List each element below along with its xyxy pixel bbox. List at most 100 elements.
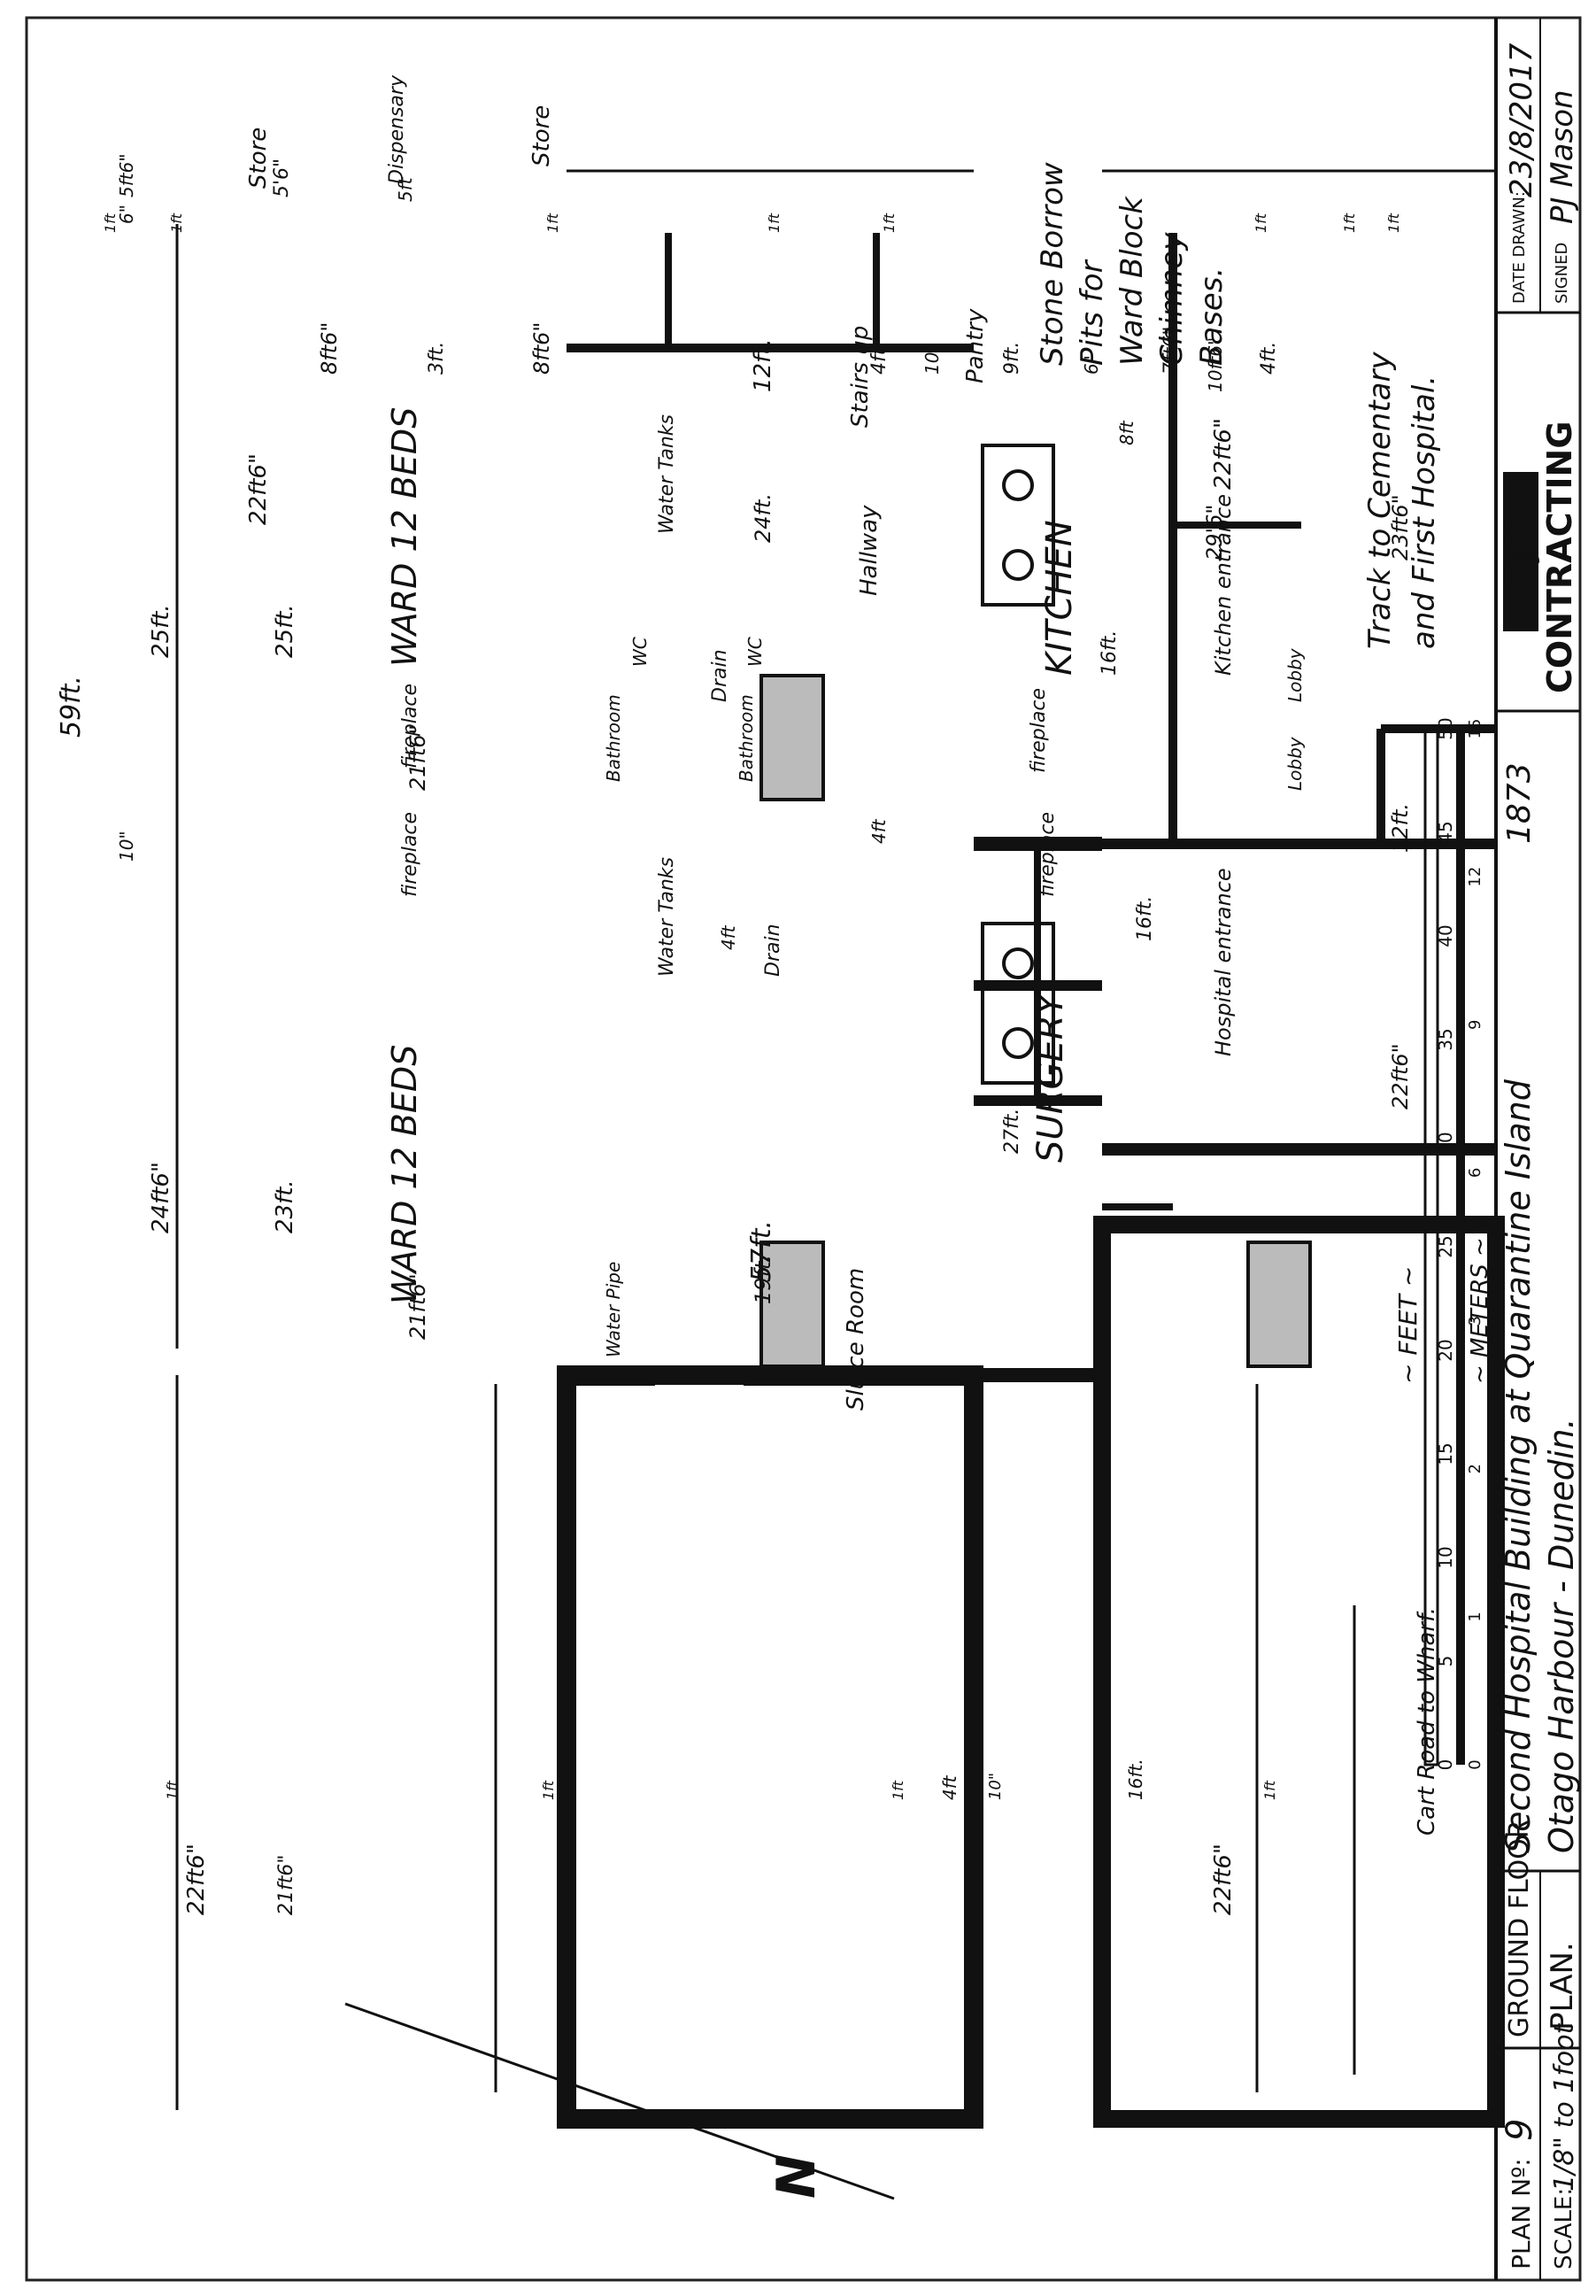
company-logo-text: PJM	[1506, 520, 1541, 583]
metre-tick-label: 1	[1466, 1612, 1484, 1621]
dim-24ft6: 24ft6"	[148, 1162, 174, 1233]
dim-23ft: 23ft.	[272, 1179, 298, 1233]
hospital-entrance-label: Hospital entrance	[1211, 868, 1236, 1056]
wc-b-label: WC	[744, 637, 766, 667]
service-block-outline	[1093, 1216, 1505, 2128]
bathroom-a-label: Bathroom	[603, 694, 624, 782]
wc-a-label: WC	[629, 637, 651, 667]
signed-label: SIGNED	[1553, 243, 1571, 304]
dim-1ft-bottom-a: 1ft	[164, 1780, 181, 1800]
room-labels: WARD 12 BEDS WARD 12 BEDS Store 5'6" Sto…	[245, 74, 1306, 1411]
dim-21ft6-lower: 21ft6"	[405, 1273, 430, 1340]
scale-bar-labels: ~ FEET ~ ~ METERS ~ 05101520253035404550…	[1393, 717, 1493, 1770]
dim-4ft-b: 4ft.	[1258, 342, 1280, 375]
drain-1-label: Drain	[709, 649, 731, 702]
north-label: N	[766, 2154, 828, 2199]
feet-tick-label: 0	[1435, 1759, 1456, 1771]
scale-metres-label: ~ METERS ~	[1467, 1237, 1493, 1384]
store-a-label: Store	[245, 128, 272, 189]
title-line1: Second Hospital Building at Quarantine I…	[1499, 1078, 1538, 1853]
dim-6in-b: 6"	[116, 205, 137, 224]
fireplace-1-label: fireplace	[399, 684, 421, 769]
dim-overall-height: 59ft.	[56, 676, 87, 738]
feet-tick-label: 30	[1435, 1132, 1456, 1154]
metre-tick-label: 2	[1466, 1464, 1484, 1473]
dim-right-block-top: 22ft6"	[1210, 418, 1237, 490]
date-label: DATE DRAWN:	[1510, 191, 1529, 304]
dim-8ft6-a: 8ft6"	[317, 322, 342, 375]
metre-tick-label: 15	[1466, 719, 1484, 739]
fireplace-4-label: fireplace	[1037, 812, 1059, 897]
dim-1ft-b: 1ft	[1253, 213, 1269, 233]
surgery-label: SURGERY	[1030, 990, 1071, 1163]
ward-upper-label: WARD 12 BEDS	[385, 407, 424, 667]
feet-tick-label: 35	[1435, 1028, 1456, 1050]
dim-10ft6: 10ft6"	[1205, 337, 1226, 392]
lobby-a-label: Lobby	[1284, 647, 1306, 702]
company-name: CONTRACTING	[1540, 421, 1579, 693]
track-line2: and First Hospital.	[1407, 375, 1442, 649]
track-line1: Track to Cementary	[1362, 352, 1398, 649]
dim-24ft-gap: 24ft.	[751, 493, 775, 543]
store-a-dim: 5'6"	[271, 158, 293, 197]
plan-no: 9	[1500, 2119, 1540, 2141]
dim-1ft-c: 1ft	[1341, 213, 1358, 233]
dim-23ft6-right: 23ft6"	[1388, 494, 1413, 560]
fireplace-block-1	[759, 1241, 825, 1368]
borrow-pits-line4: Chimney	[1154, 232, 1190, 366]
dim-8ft-pantry: 8ft	[1116, 420, 1137, 445]
fireplace-2-label: fireplace	[399, 812, 421, 897]
metre-tick-label: 9	[1466, 1020, 1484, 1030]
dim-16ft-bottom: 16ft.	[1125, 1759, 1146, 1800]
dim-1ft-e: 1ft	[168, 213, 185, 233]
dim-6in-a: 6"	[1081, 355, 1102, 375]
title-block: PLAN Nº: 9 SCALE: 1/8" to 1foot GROUND F…	[1494, 18, 1581, 2280]
dim-21ft6-upper: 21ft6"	[405, 724, 430, 791]
feet-tick-label: 40	[1435, 924, 1456, 947]
dim-gap-12ft: 12ft.	[750, 338, 776, 392]
pantry-label: Pantry	[962, 308, 989, 383]
fireplace-block-2	[759, 674, 825, 801]
feet-tick-label: 20	[1435, 1339, 1456, 1361]
sheet-border	[25, 16, 1582, 2282]
dim-overall-length: 57ft.	[746, 1220, 777, 1282]
dim-8ft6-b: 8ft6"	[529, 322, 554, 375]
feet-tick-label: 45	[1435, 821, 1456, 843]
kitchen-label: KITCHEN	[1039, 520, 1080, 676]
feet-tick-label: 25	[1435, 1235, 1456, 1257]
ward-block-outline	[557, 1365, 983, 2129]
water-pipe-label: Water Pipe	[603, 1262, 624, 1357]
borrow-pits-line1: Stone Borrow	[1035, 162, 1070, 366]
feet-tick-label: 15	[1435, 1442, 1456, 1465]
cart-road-label: Cart Road to Wharf.	[1414, 1607, 1440, 1836]
dim-1ft-bottom-c: 1ft	[890, 1780, 906, 1800]
dim-25ft-outer: 25ft.	[148, 604, 174, 658]
title-year: 1873	[1501, 762, 1538, 844]
drain-2-label: Drain	[762, 924, 784, 977]
dim-9ft: 9ft.	[1001, 342, 1023, 375]
north-arrow	[344, 2002, 895, 2200]
borrow-pits-line2: Pits for	[1075, 259, 1110, 366]
hallway-label: Hallway	[856, 505, 883, 596]
building-walls	[557, 233, 1505, 2129]
company-logo: PJM	[1503, 472, 1541, 631]
feet-tick-label: 50	[1435, 717, 1456, 739]
annotations: Stone Borrow Pits for Ward Block Chimney…	[766, 162, 1442, 2199]
feet-tick-label: 10	[1435, 1546, 1456, 1568]
dim-16ft-surgery: 16ft.	[1134, 896, 1156, 941]
stairs-label: Stairs up	[847, 326, 874, 428]
dim-7ft6: 7ft6"	[1160, 327, 1183, 375]
dim-1ft-d: 1ft	[1385, 213, 1402, 233]
water-tanks	[981, 444, 1055, 1085]
metre-tick-label: 0	[1466, 1759, 1484, 1769]
water-tank-upper	[981, 444, 1055, 607]
dim-10in-bottom: 10"	[986, 1773, 1005, 1800]
scale-feet-label: ~ FEET ~	[1393, 1266, 1423, 1384]
metre-tick-label: 3	[1466, 1316, 1484, 1326]
dim-19ft: 19ft.	[751, 1255, 775, 1304]
dim-4ft-a: 4ft	[868, 346, 891, 375]
dim-16ft-kitchen: 16ft.	[1099, 630, 1121, 676]
